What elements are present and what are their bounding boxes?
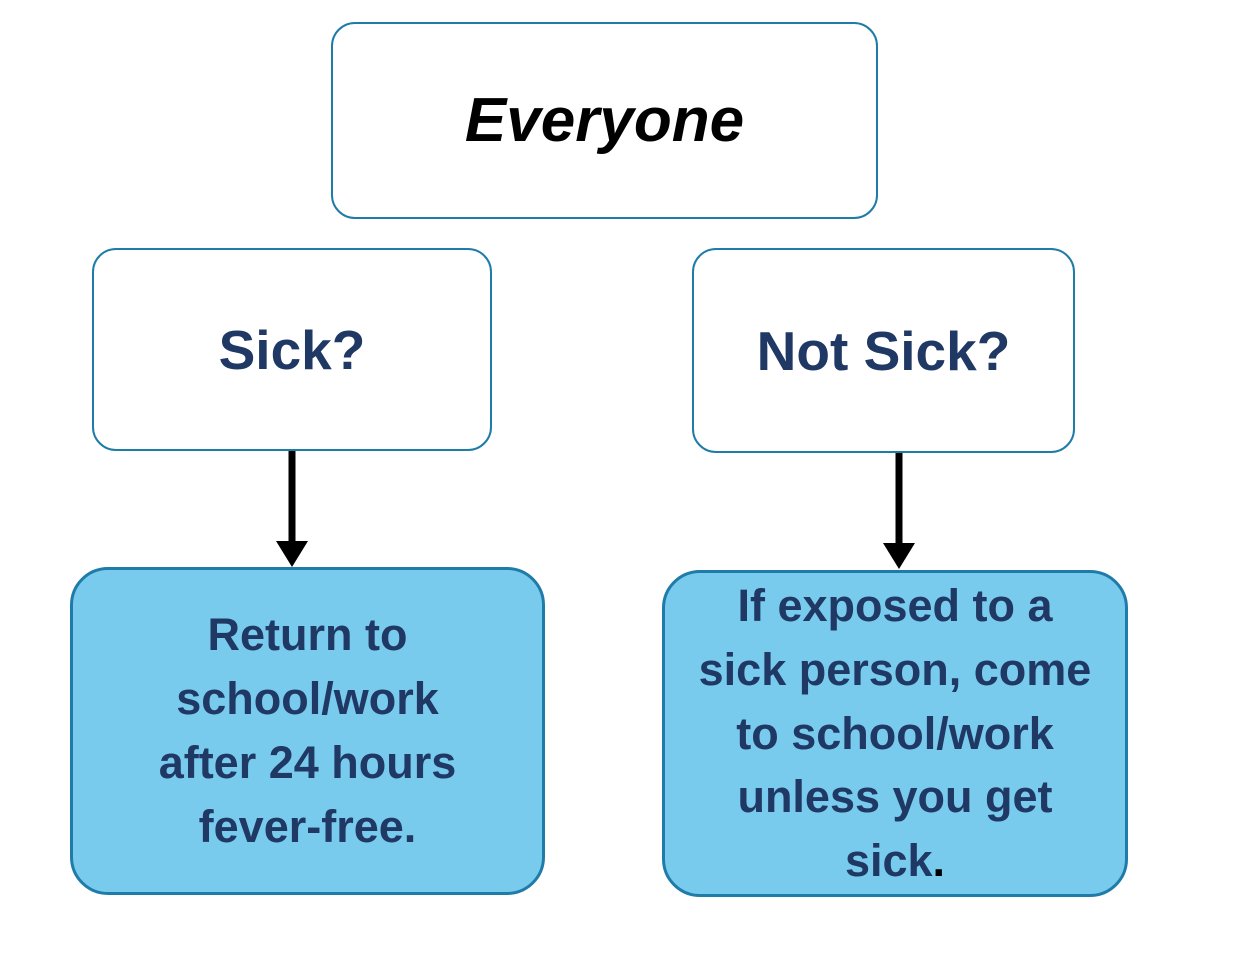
- node-sick-result: Return to school/work after 24 hours fev…: [70, 567, 545, 895]
- arrow-not-sick-to-result-icon: [883, 453, 915, 569]
- arrow-sick-to-result-icon: [276, 451, 308, 567]
- node-not-sick-result: If exposed to a sick person, come to sch…: [662, 570, 1128, 897]
- node-not-sick-result-label: If exposed to a sick person, come to sch…: [699, 574, 1092, 893]
- node-everyone-label: Everyone: [464, 86, 745, 155]
- node-everyone: Everyone: [331, 22, 878, 219]
- node-sick-result-label: Return to school/work after 24 hours fev…: [158, 609, 457, 852]
- node-not-sick-result-period: .: [932, 835, 946, 887]
- node-not-sick-result-last-word: sick: [844, 835, 933, 887]
- node-not-sick-result-body: If exposed to a sick person, come to sch…: [698, 579, 1092, 823]
- node-not-sick: Not Sick?: [692, 248, 1075, 453]
- node-sick-label: Sick?: [218, 318, 366, 381]
- node-not-sick-result-last-line: sick.: [699, 829, 1092, 893]
- node-sick: Sick?: [92, 248, 492, 451]
- node-not-sick-label: Not Sick?: [756, 319, 1011, 382]
